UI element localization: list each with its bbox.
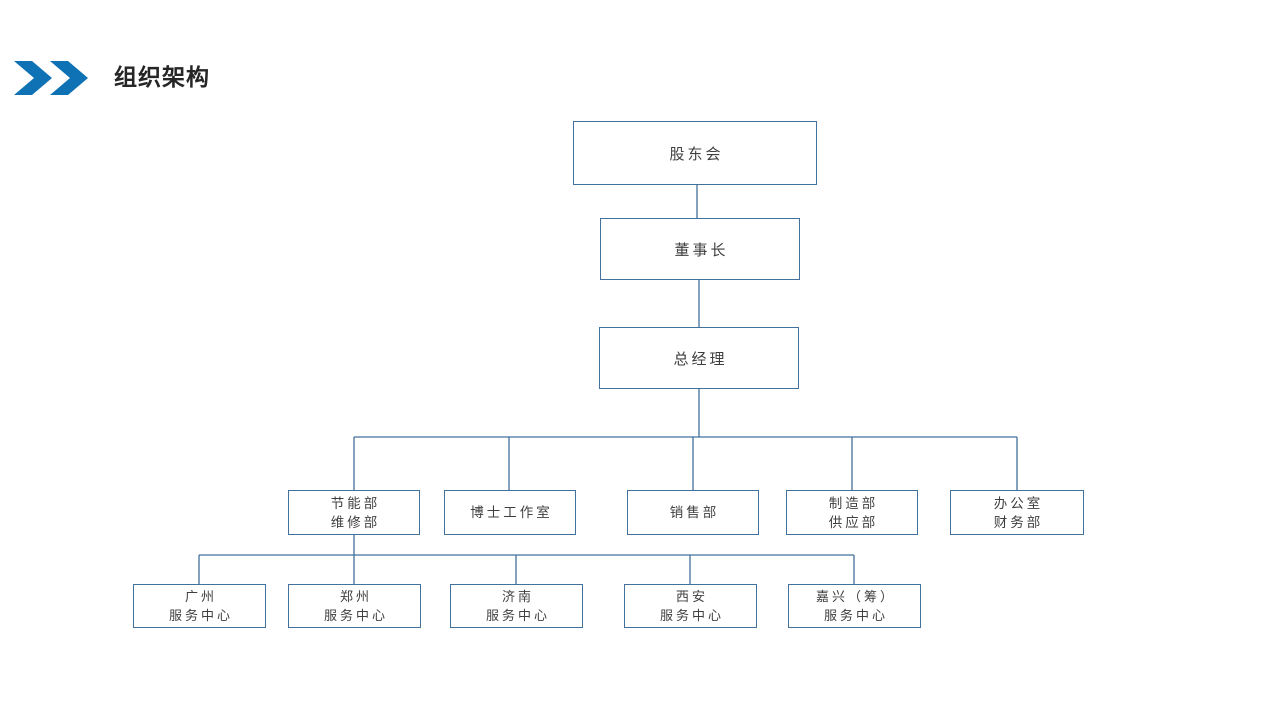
org-node-label-line2: 财务部 (993, 514, 1044, 530)
org-node-label-line1: 制造部 (828, 495, 879, 511)
org-node-label: 董事长 (674, 241, 729, 259)
org-node-label-line1: 广州 (184, 589, 217, 604)
org-node-dept-office-finance[interactable]: 办公室 财务部 (950, 490, 1084, 535)
org-node-chairman[interactable]: 董事长 (600, 218, 800, 280)
org-node-label-line1: 节能部 (330, 495, 381, 511)
org-node-dept-doctor-studio[interactable]: 博士工作室 (444, 490, 576, 535)
org-node-center-zhengzhou[interactable]: 郑州 服务中心 (288, 584, 421, 628)
org-node-label-line2: 服务中心 (168, 608, 233, 623)
org-node-label-line1: 办公室 (993, 495, 1044, 511)
org-node-label-line1: 郑州 (339, 589, 372, 604)
org-node-label-line2: 供应部 (828, 514, 879, 530)
org-node-general-manager[interactable]: 总经理 (599, 327, 799, 389)
org-node-label: 总经理 (673, 350, 728, 368)
org-node-label: 销售部 (669, 505, 720, 520)
double-chevron-right-icon (14, 61, 88, 95)
org-node-dept-manufacturing-supply[interactable]: 制造部 供应部 (786, 490, 918, 535)
org-node-label: 股东会 (669, 145, 724, 163)
org-node-label-line2: 服务中心 (323, 608, 388, 623)
slide-title-bar: 组织架构 (0, 52, 1280, 104)
page-title: 组织架构 (114, 64, 210, 90)
org-node-center-jinan[interactable]: 济南 服务中心 (450, 584, 583, 628)
org-node-center-guangzhou[interactable]: 广州 服务中心 (133, 584, 266, 628)
org-node-dept-energy-maintenance[interactable]: 节能部 维修部 (288, 490, 420, 535)
org-node-label-line1: 西安 (675, 589, 708, 604)
org-node-label-line2: 服务中心 (485, 608, 550, 623)
org-node-center-xian[interactable]: 西安 服务中心 (624, 584, 757, 628)
org-node-label-line1: 济南 (501, 589, 534, 604)
org-node-label: 博士工作室 (470, 505, 553, 520)
org-node-label-line2: 服务中心 (823, 608, 888, 623)
org-node-label-line2: 服务中心 (659, 608, 724, 623)
org-node-label-line1: 嘉兴（筹） (815, 589, 896, 604)
org-node-center-jiaxing[interactable]: 嘉兴（筹） 服务中心 (788, 584, 921, 628)
org-node-label-line2: 维修部 (330, 514, 381, 530)
org-node-dept-sales[interactable]: 销售部 (627, 490, 759, 535)
org-node-shareholders[interactable]: 股东会 (573, 121, 817, 185)
